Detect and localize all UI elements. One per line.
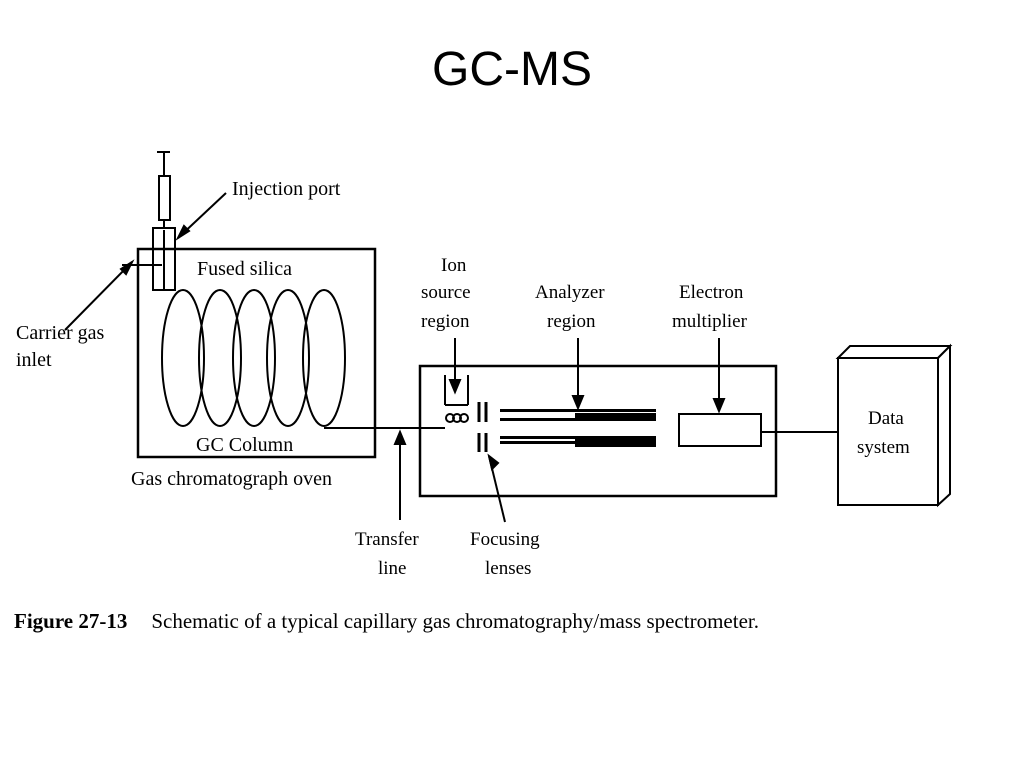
analyzer-rods: [500, 409, 656, 447]
carrier-gas-label-line2: inlet: [16, 349, 52, 371]
syringe-icon: [152, 151, 176, 291]
ion-source-label-line2: source: [421, 282, 471, 303]
data-system-box: [835, 343, 953, 508]
gc-column-coils: [161, 289, 346, 427]
analyzer-label-line1: Analyzer: [535, 282, 605, 303]
electron-multiplier-box: [678, 413, 762, 447]
ion-source: [444, 375, 469, 423]
focusing-lenses-label-line2: lenses: [485, 558, 531, 579]
transfer-line-label-line2: line: [378, 558, 407, 579]
label-arrows: [64, 192, 726, 523]
gc-oven-box: [136, 247, 377, 459]
slide-title: GC-MS: [432, 43, 592, 96]
fused-silica-label: Fused silica: [197, 258, 292, 280]
ion-source-label-line1: Ion: [441, 255, 467, 276]
gc-column-label: GC Column: [196, 434, 293, 456]
analyzer-label-line2: region: [547, 311, 596, 332]
transfer-line-label-line1: Transfer: [355, 529, 419, 550]
ion-source-label-line3: region: [421, 311, 470, 332]
oven-label: Gas chromatograph oven: [131, 468, 332, 490]
carrier-gas-label-line1: Carrier gas: [16, 322, 105, 344]
focusing-lenses-label-line1: Focusing: [470, 529, 540, 550]
electron-multiplier-label-line2: multiplier: [672, 311, 748, 332]
focusing-lenses: [477, 402, 488, 452]
caption-text: Schematic of a typical capillary gas chr…: [151, 609, 759, 633]
data-system-label-line1: Data: [868, 408, 904, 429]
electron-multiplier-label-line1: Electron: [679, 282, 744, 303]
figure-caption: Figure 27-13 Schematic of a typical capil…: [14, 606, 944, 636]
data-system-label-line2: system: [857, 437, 910, 458]
gc-ms-schematic: Injection port Fused silica Carrier gas …: [16, 151, 953, 579]
injection-port-label: Injection port: [232, 178, 341, 200]
figure-number: Figure 27-13: [14, 609, 128, 633]
